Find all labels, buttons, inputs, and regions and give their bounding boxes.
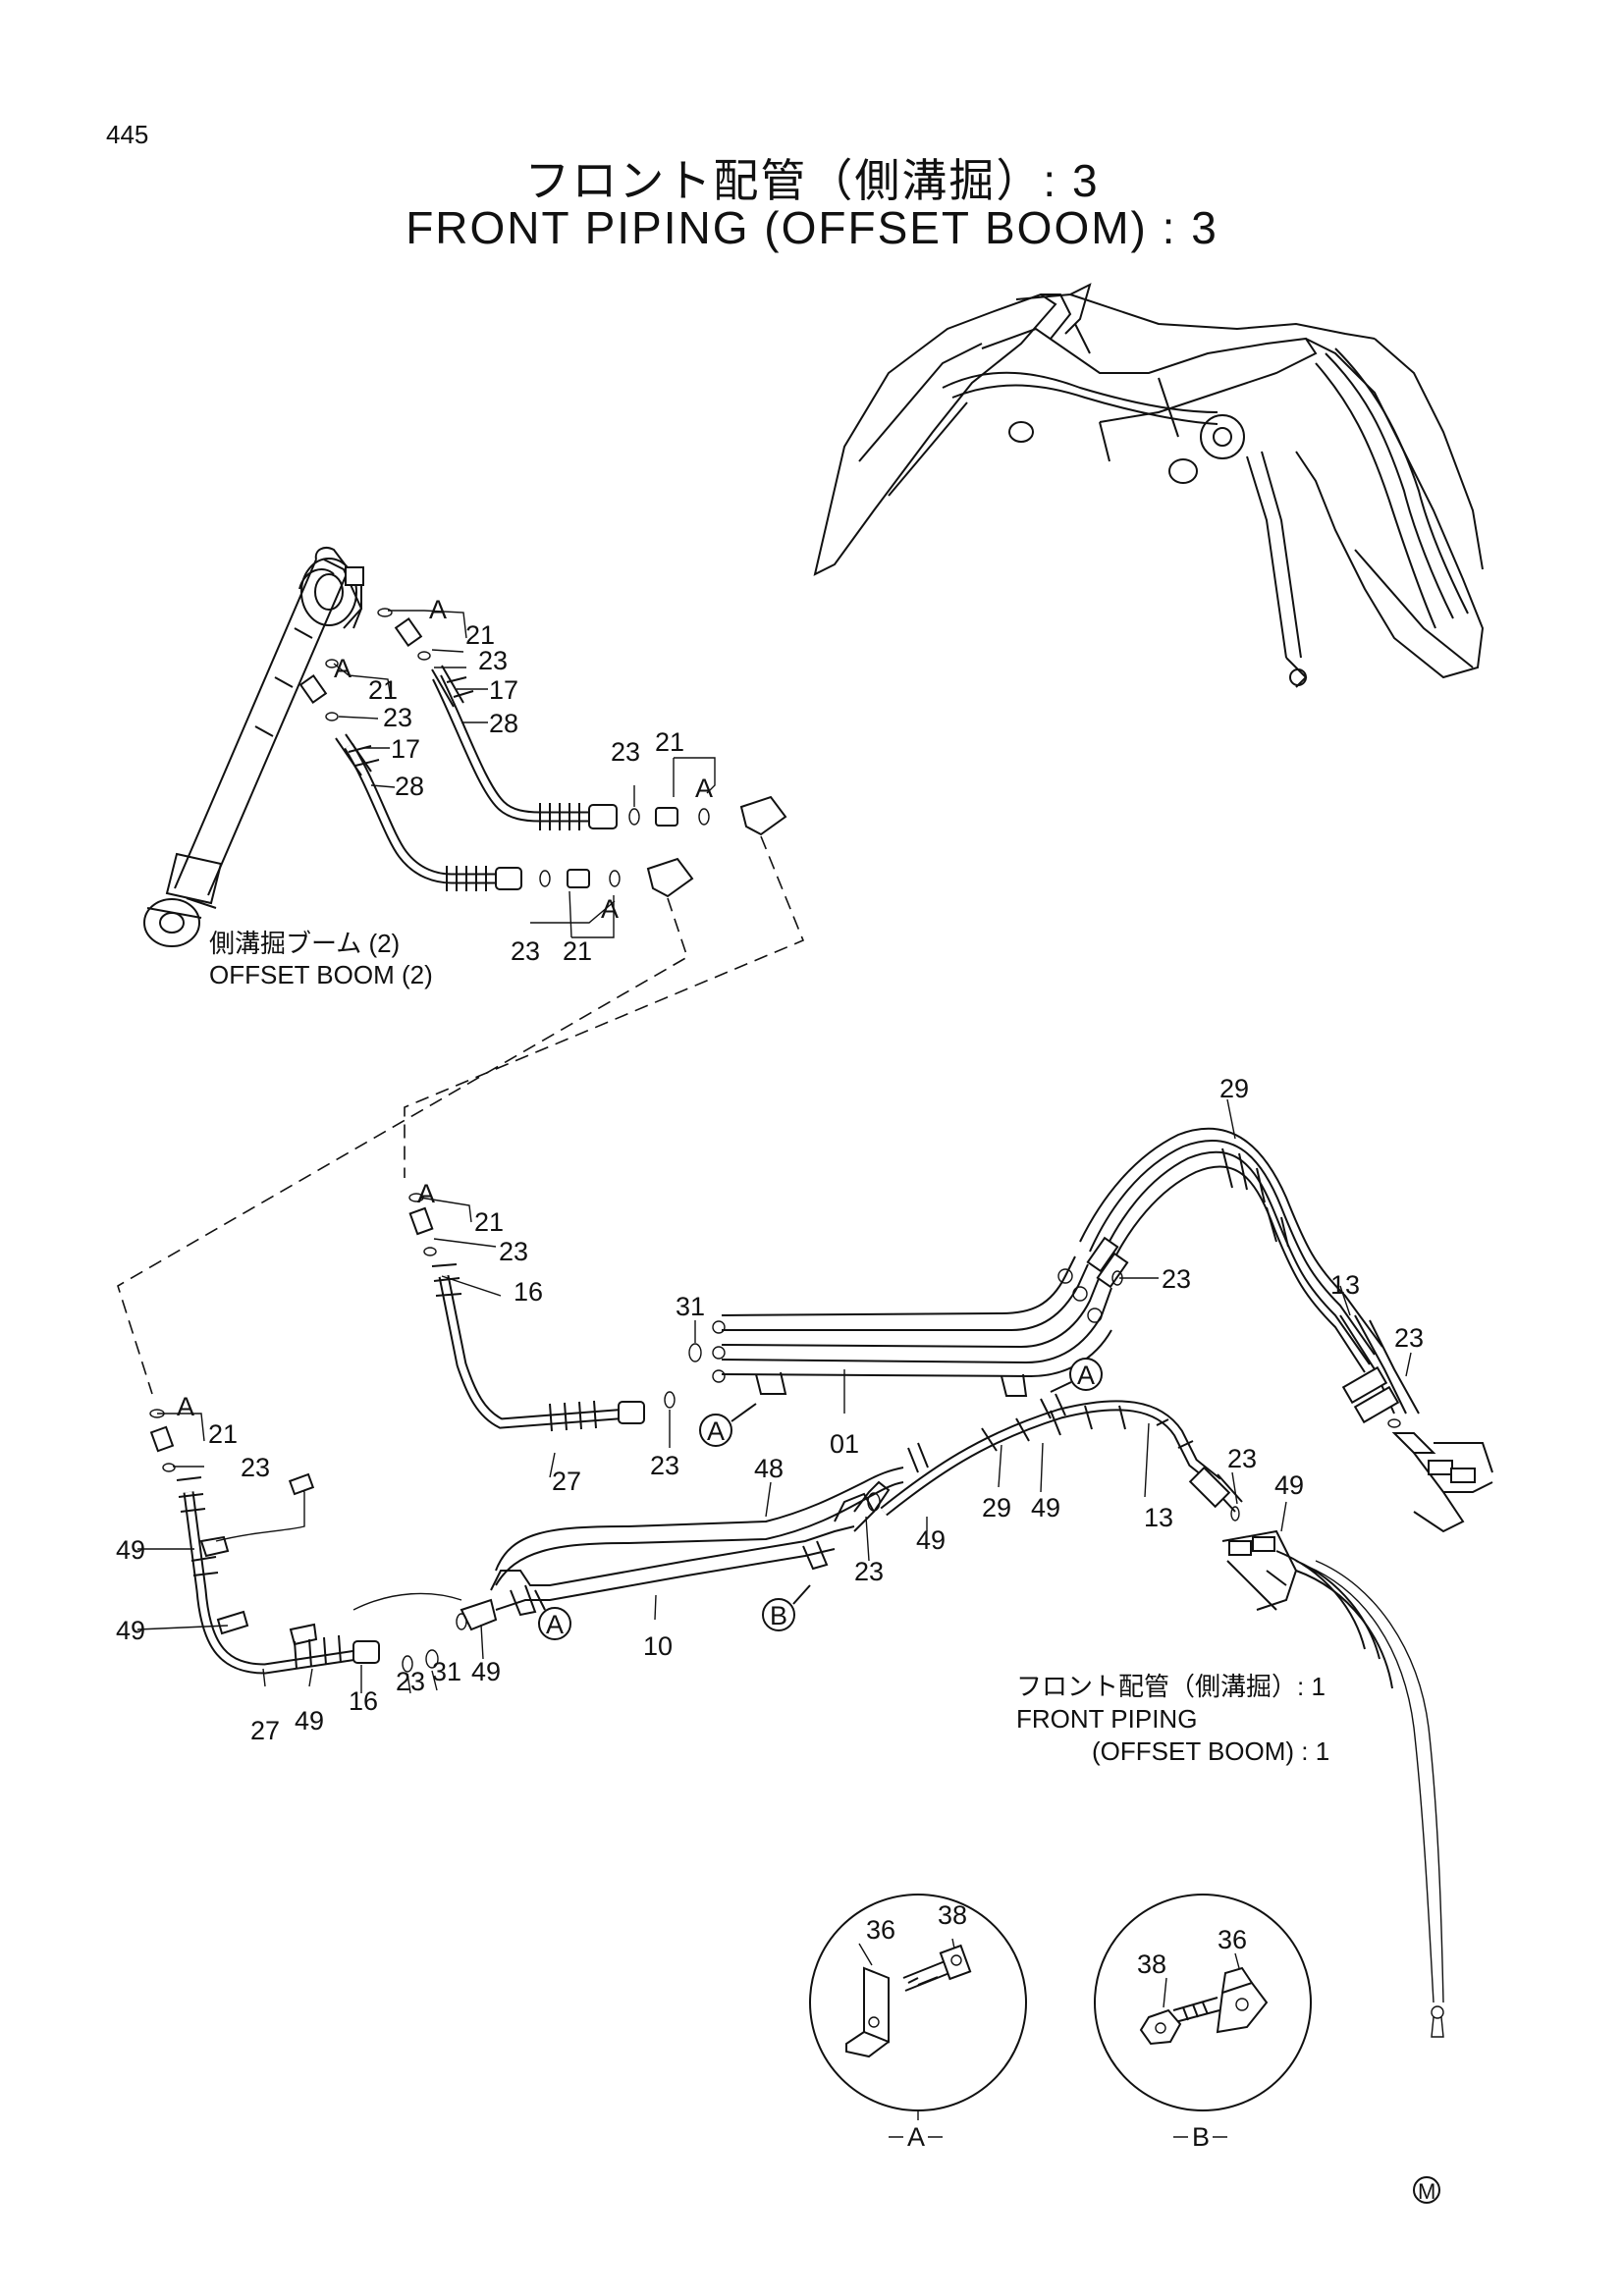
label-13-b: 13 (1144, 1503, 1173, 1532)
label-16-b: 16 (349, 1686, 378, 1716)
dashed-connection-lines (117, 835, 805, 1395)
washer-31-center (688, 1343, 702, 1362)
detail-b (1094, 1894, 1312, 2111)
title-japanese: フロント配管（側溝掘）: 3 (524, 155, 1100, 206)
label-28-b: 28 (395, 772, 424, 801)
label-31-a: 31 (676, 1292, 705, 1321)
callout-a-3: A (546, 1610, 564, 1639)
ref-a-1: A (429, 595, 447, 624)
label-27-a: 27 (552, 1467, 581, 1496)
label-27-b: 27 (250, 1716, 280, 1745)
hose-17-lower (335, 733, 522, 891)
excavator-overview-illustration (813, 283, 1485, 688)
label-49-f: 49 (295, 1706, 324, 1735)
hose-29-13-lower-run (880, 1393, 1243, 1522)
pipe-10-hose-48 (352, 1467, 904, 1631)
label-23-l: 23 (396, 1667, 425, 1696)
label-49-e: 49 (116, 1616, 145, 1645)
label-23-g: 23 (1162, 1264, 1191, 1294)
page-number: 445 (106, 120, 149, 149)
lower-right-fitting-block (1221, 1529, 1444, 2038)
label-21-c: 21 (655, 727, 684, 757)
front-piping-caption-en2: (OFFSET BOOM) : 1 (1092, 1736, 1329, 1766)
label-16-a: 16 (514, 1277, 543, 1307)
label-13-a: 13 (1330, 1270, 1360, 1300)
callout-a-1: A (707, 1416, 725, 1446)
callout-a-2: A (1077, 1361, 1095, 1390)
ref-a-5: A (417, 1179, 435, 1208)
offset-boom-illustration (143, 547, 364, 947)
label-21-e: 21 (474, 1207, 504, 1237)
label-49-g: 49 (471, 1657, 501, 1686)
callout-b-1: B (770, 1601, 787, 1630)
label-23-i: 23 (1227, 1444, 1257, 1473)
hose-16-27-center (431, 1263, 676, 1432)
pipe-01-assembly (712, 1255, 1112, 1397)
label-23-e: 23 (499, 1237, 528, 1266)
label-21-f: 21 (208, 1419, 238, 1449)
label-23-f: 23 (650, 1451, 679, 1480)
hose-13-upper (1339, 1314, 1493, 1533)
label-17-a: 17 (489, 675, 518, 705)
corner-m-circle (1413, 2176, 1440, 2204)
label-23-c: 23 (611, 737, 640, 767)
ref-a-3: A (695, 774, 713, 803)
ref-a-2: A (334, 654, 352, 683)
label-23-k: 23 (241, 1453, 270, 1482)
label-10: 10 (643, 1631, 673, 1661)
ref-a-6: A (177, 1392, 194, 1421)
label-23-a: 23 (478, 646, 508, 675)
front-piping-caption-jp: フロント配管（側溝掘）: 1 (1016, 1672, 1326, 1701)
label-48: 48 (754, 1454, 784, 1483)
offset-boom-caption-jp: 側溝掘ブーム (2) (209, 929, 400, 958)
label-49-b: 49 (1274, 1470, 1304, 1500)
hose-27-16-left (149, 1409, 439, 1675)
label-23-j: 23 (854, 1557, 884, 1586)
label-21-d: 21 (563, 936, 592, 966)
fittings-upper-right (539, 795, 787, 898)
boom-fittings-upper (298, 608, 431, 721)
detail-a-label-36: 36 (866, 1915, 895, 1945)
label-17-b: 17 (391, 734, 420, 764)
leader-lines (136, 610, 1412, 1694)
detail-b-label-38: 38 (1137, 1949, 1166, 1979)
detail-a (809, 1894, 1027, 2120)
label-23-d: 23 (511, 936, 540, 966)
label-49-a: 49 (1031, 1493, 1060, 1522)
label-28-a: 28 (489, 709, 518, 738)
offset-boom-caption-en: OFFSET BOOM (2) (209, 960, 433, 989)
label-49-c: 49 (916, 1525, 946, 1555)
front-piping-caption-en1: FRONT PIPING (1016, 1704, 1197, 1734)
label-29-a: 29 (1219, 1074, 1249, 1103)
label-21-a: 21 (465, 620, 495, 650)
detail-b-label-36: 36 (1218, 1925, 1247, 1954)
hose-17-upper (431, 665, 618, 830)
label-01: 01 (830, 1429, 859, 1459)
label-23-h: 23 (1394, 1323, 1424, 1353)
detail-a-label-38: 38 (938, 1900, 967, 1930)
label-29-b: 29 (982, 1493, 1011, 1522)
label-49-d: 49 (116, 1535, 145, 1565)
callout-markers (534, 1358, 1103, 1640)
ref-a-4: A (601, 894, 619, 924)
label-23-b: 23 (383, 703, 412, 732)
label-31-b: 31 (432, 1657, 461, 1686)
detail-b-title: B (1192, 2122, 1210, 2152)
detail-a-title: A (907, 2122, 925, 2152)
hose-29-bundle (1079, 1127, 1383, 1373)
corner-m-mark: M (1418, 2179, 1435, 2204)
label-21-b: 21 (368, 675, 398, 705)
title-english: FRONT PIPING (OFFSET BOOM) : 3 (406, 202, 1218, 253)
